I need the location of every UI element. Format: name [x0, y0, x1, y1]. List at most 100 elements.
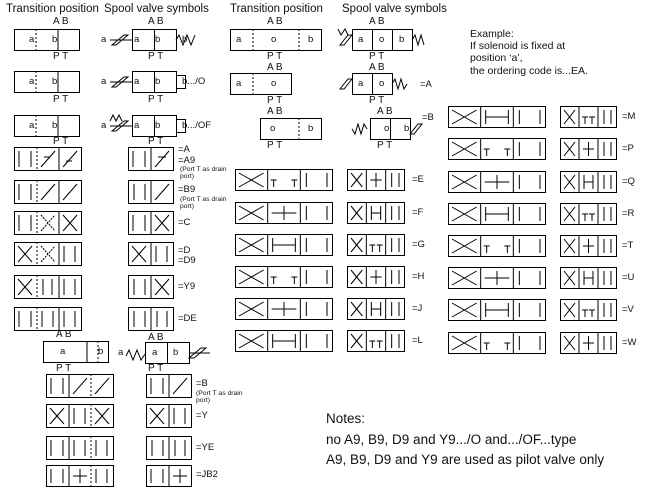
port-label-pt: P T	[377, 140, 393, 151]
code-label-a-single: =A	[420, 79, 432, 90]
position-label: b	[173, 347, 179, 358]
position-label: a	[101, 120, 107, 131]
port-label-pt: P T	[369, 51, 385, 62]
three-position-spool-symbol	[448, 332, 546, 354]
code-label-b-of: b.../OF	[182, 120, 212, 131]
position-label: b	[404, 123, 410, 134]
code-label-q: =Q	[622, 176, 635, 187]
notes-line-1: no A9, B9, D9 and Y9.../O and.../OF...ty…	[326, 432, 577, 447]
code-label-e: =E	[412, 174, 424, 185]
code-label-a9: =A9	[178, 155, 196, 166]
spool-symbol-de	[14, 307, 82, 331]
header-transition-position-right: Transition position	[230, 3, 323, 15]
position-label: a	[134, 120, 140, 131]
port-label-pt: P T	[267, 51, 283, 62]
spool-valve-symbol-3pos	[338, 29, 426, 51]
position-label: a	[152, 347, 158, 358]
position-label: b	[52, 34, 58, 45]
port-label-ab: A B	[267, 62, 283, 73]
position-label: b	[308, 123, 314, 134]
position-label: b	[155, 34, 161, 45]
code-label-t: =T	[622, 240, 634, 251]
three-position-spool-symbol	[560, 299, 617, 321]
position-label: o	[270, 123, 276, 134]
transition-box	[14, 71, 80, 93]
code-label-w: =W	[622, 337, 637, 348]
position-label: a	[101, 34, 107, 45]
header-spool-valve-symbols-left: Spool valve symbols	[104, 3, 209, 15]
header-transition-position-left: Transition position	[6, 3, 99, 15]
spool-symbol-de	[128, 307, 174, 331]
three-position-spool-symbol	[560, 267, 617, 289]
port-label-pt: P T	[148, 136, 164, 147]
notes-title: Notes:	[326, 411, 366, 426]
position-label: a	[29, 34, 35, 45]
header-spool-valve-symbols-right: Spool valve symbols	[342, 3, 447, 15]
example-line-3: the ordering code is...EA.	[470, 64, 588, 77]
spool-symbol-b9	[128, 180, 174, 204]
spool-symbol-d	[128, 242, 174, 266]
port-label-pt: P T	[148, 363, 164, 374]
code-label-y: =Y	[196, 410, 208, 421]
position-label: a	[236, 34, 242, 45]
code-label-g: =G	[412, 239, 425, 250]
notes-line-2: A9, B9, D9 and Y9 are used as pilot valv…	[326, 452, 605, 467]
three-position-spool-symbol	[560, 138, 617, 160]
example-line-1: If solenoid is fixed at	[470, 40, 566, 53]
position-label: a	[29, 120, 35, 131]
three-position-spool-symbol	[235, 266, 333, 288]
code-label-d9: =D9	[178, 255, 196, 266]
transition-box-3pos	[230, 29, 322, 51]
port-label-pt: P T	[53, 136, 69, 147]
position-label: o	[271, 34, 277, 45]
spool-symbol-d	[14, 242, 82, 266]
code-label-j: =J	[412, 303, 423, 314]
example-line-2: position ‘a’,	[470, 52, 523, 65]
spool-valve-symbol	[110, 115, 198, 137]
position-label: b	[52, 120, 58, 131]
example-title: Example:	[470, 28, 514, 40]
spool-valve-symbol	[126, 342, 210, 364]
code-label-a: =A	[178, 144, 190, 155]
spool-symbol-b	[146, 374, 192, 398]
three-position-spool-symbol	[448, 299, 546, 321]
code-label-b-o: b.../O	[182, 76, 206, 87]
port-label-ab: A B	[267, 16, 283, 27]
spool-symbol-c	[14, 211, 82, 235]
spool-symbol-y	[46, 404, 114, 428]
code-label-y9: =Y9	[178, 281, 196, 292]
position-label: a	[134, 34, 140, 45]
spool-symbol-y	[146, 404, 192, 428]
three-position-spool-symbol	[560, 332, 617, 354]
port-label-ab: A B	[53, 16, 69, 27]
three-position-spool-symbol	[347, 298, 405, 320]
note-a9-drain: (Port T as drain port)	[180, 166, 227, 181]
spool-symbol-ye	[46, 436, 114, 460]
spool-symbol-y9	[14, 275, 82, 299]
three-position-spool-symbol	[235, 298, 333, 320]
position-label: b	[52, 76, 58, 87]
note-b9-drain: (Port T as drain port)	[180, 196, 227, 211]
three-position-spool-symbol	[560, 171, 617, 193]
port-label-ab: A B	[267, 106, 283, 117]
code-label-b-single: =B	[422, 112, 434, 123]
code-label-f: =F	[412, 207, 424, 218]
position-label: o	[379, 78, 385, 89]
three-position-spool-symbol	[235, 234, 333, 256]
three-position-spool-symbol	[560, 235, 617, 257]
transition-box-2pos	[260, 118, 322, 140]
port-label-ab: A B	[377, 106, 393, 117]
position-label: a	[118, 347, 124, 358]
port-label-pt: P T	[148, 51, 164, 62]
code-label-v: =V	[622, 304, 634, 315]
position-label: a	[358, 78, 364, 89]
transition-box-2pos	[230, 73, 292, 95]
three-position-spool-symbol	[347, 202, 405, 224]
spool-symbol-jb2	[46, 465, 114, 487]
code-label-h: =H	[412, 271, 425, 282]
spool-symbol-a	[14, 147, 82, 171]
code-label-ye: =YE	[196, 442, 215, 453]
position-label: b	[155, 120, 161, 131]
code-label-u: =U	[622, 272, 635, 283]
spool-valve-symbol-single	[338, 73, 418, 95]
